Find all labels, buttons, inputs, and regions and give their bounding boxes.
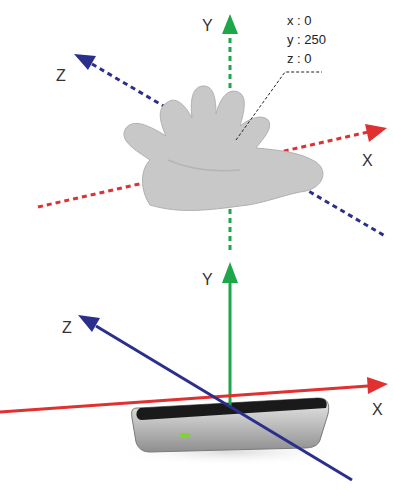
coordinate-value: y : 250 bbox=[287, 33, 326, 46]
axis-label: Y bbox=[202, 18, 213, 34]
x-arrowhead bbox=[367, 377, 388, 394]
z-arrowhead bbox=[78, 315, 100, 332]
coordinate-value: z : 0 bbox=[287, 52, 312, 65]
hand-crease bbox=[168, 160, 240, 171]
x-axis bbox=[0, 386, 368, 412]
y-axis bbox=[229, 282, 232, 406]
status-led bbox=[180, 433, 190, 437]
z-arrowhead bbox=[74, 54, 96, 70]
y-arrowhead bbox=[222, 14, 238, 34]
x-arrowhead bbox=[365, 124, 387, 142]
leader-line bbox=[236, 72, 322, 140]
axis-label: X bbox=[372, 402, 383, 418]
axis-label: Z bbox=[56, 68, 66, 84]
z-axis-dashed bbox=[92, 64, 385, 236]
coordinate-value: x : 0 bbox=[287, 14, 312, 27]
y-arrowhead bbox=[222, 262, 238, 283]
axis-label: X bbox=[362, 153, 373, 169]
axis-label: Y bbox=[202, 272, 213, 288]
hand-illustration bbox=[124, 86, 323, 210]
axis-label: Z bbox=[62, 320, 72, 336]
z-axis bbox=[96, 326, 352, 480]
